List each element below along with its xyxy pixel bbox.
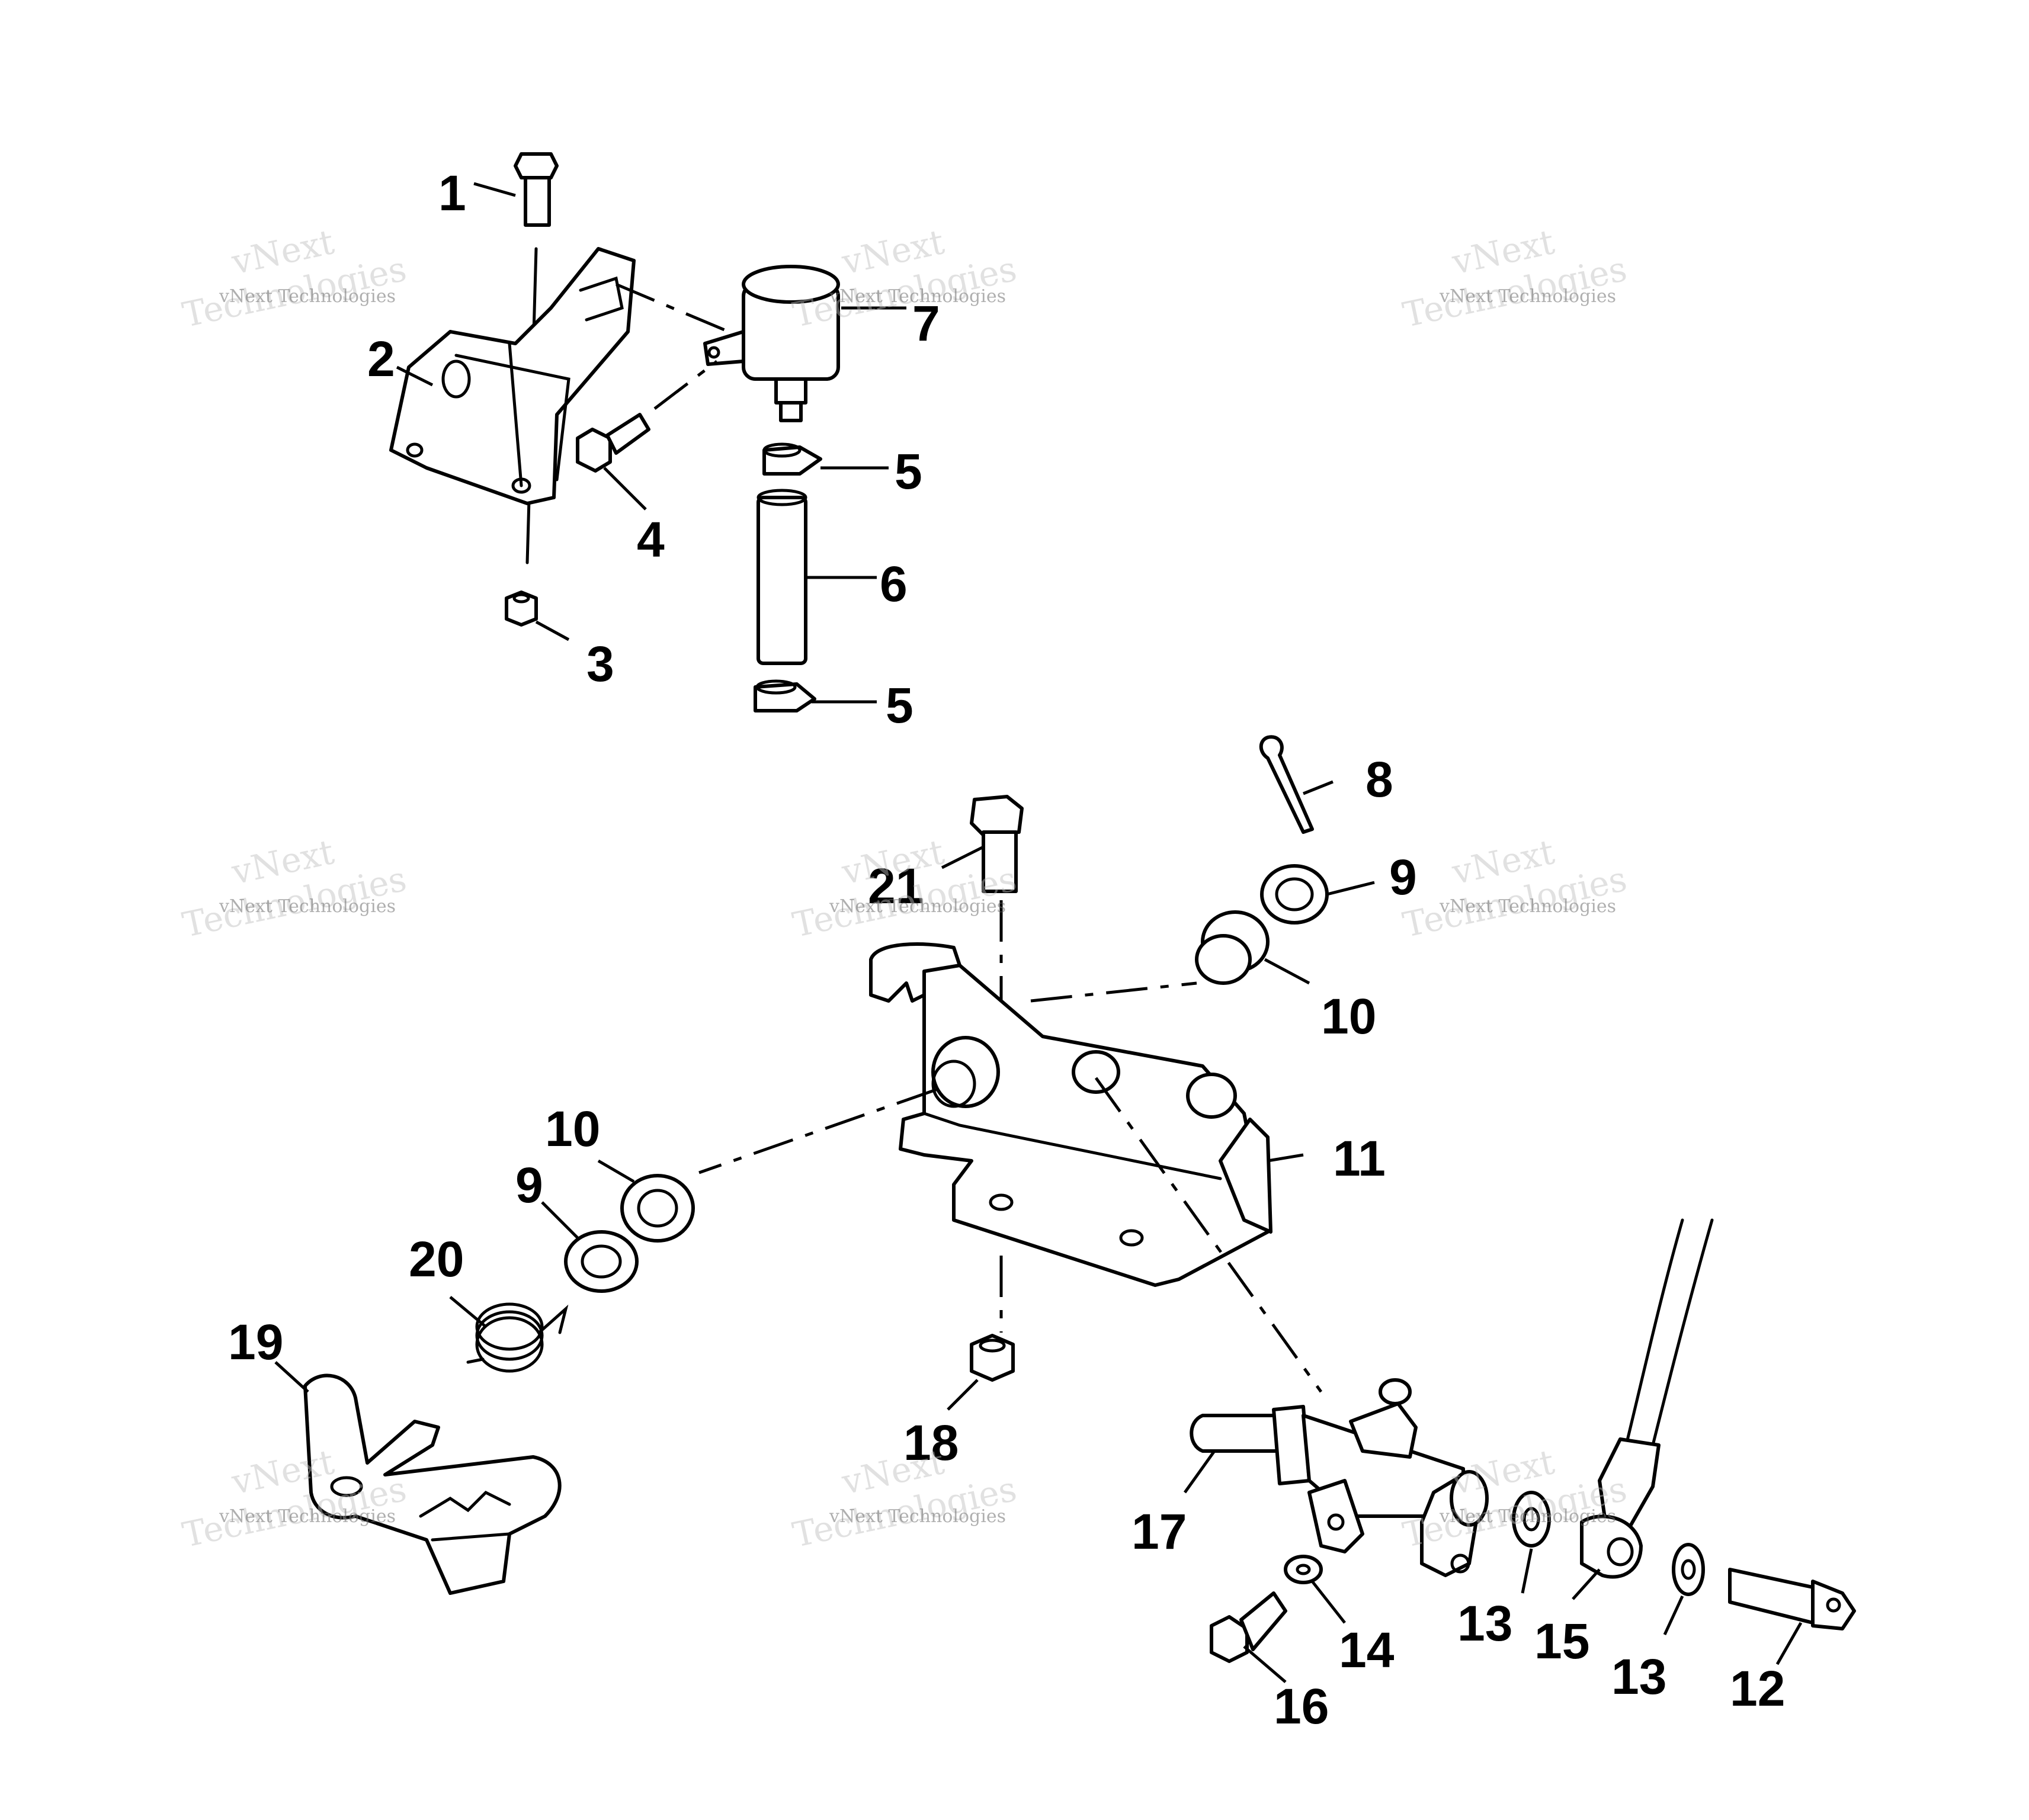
part-11-main-bracket xyxy=(869,942,1272,1287)
part-19-pedal-lever xyxy=(303,1373,562,1595)
part-16-bolt xyxy=(1210,1591,1287,1663)
part-18-nut xyxy=(970,1334,1015,1382)
callout-1: 1 xyxy=(438,165,466,221)
watermarks: vNext Technologies vNext Technologies vN… xyxy=(179,222,1630,1555)
part-1-bolt xyxy=(514,152,559,227)
callout-15: 15 xyxy=(1534,1613,1589,1669)
part-4-bolt xyxy=(576,413,650,473)
part-3-nut xyxy=(505,590,538,627)
svg-text:vNext Technologies: vNext Technologies xyxy=(829,286,1006,307)
part-21-bolt xyxy=(970,795,1024,893)
callout-4: 4 xyxy=(637,512,665,567)
part-7-reservoir xyxy=(703,265,840,422)
part-10-bushing-lower xyxy=(620,1174,695,1243)
svg-text:vNext Technologies: vNext Technologies xyxy=(219,896,396,917)
watermark-7: vNext Technologies vNext Technologies xyxy=(179,1442,410,1555)
leader-lines xyxy=(274,182,1803,1683)
svg-text:vNext Technologies: vNext Technologies xyxy=(1439,1506,1616,1527)
callout-5-lower: 5 xyxy=(886,678,913,733)
part-17-master-cylinder xyxy=(1190,1378,1489,1577)
callout-14: 14 xyxy=(1339,1622,1395,1678)
part-9-washer-upper xyxy=(1260,864,1329,925)
callout-19: 19 xyxy=(228,1314,283,1370)
callout-12: 12 xyxy=(1730,1661,1785,1716)
callout-11: 11 xyxy=(1333,1131,1386,1186)
svg-text:vNext Technologies: vNext Technologies xyxy=(219,1506,396,1527)
callout-2: 2 xyxy=(367,331,395,387)
callout-9-upper: 9 xyxy=(1389,849,1417,905)
callout-20: 20 xyxy=(409,1231,464,1287)
callout-10-lower: 10 xyxy=(545,1101,600,1157)
svg-text:vNext Technologies: vNext Technologies xyxy=(829,896,1006,917)
part-5-clamp-lower xyxy=(754,679,816,712)
part-10-bushing-upper xyxy=(1195,910,1270,985)
watermark-1: vNext Technologies vNext Technologies xyxy=(179,222,410,335)
callout-17: 17 xyxy=(1132,1504,1187,1559)
part-9-washer-lower xyxy=(564,1230,639,1293)
callout-8: 8 xyxy=(1366,752,1393,807)
part-20-spring xyxy=(466,1302,569,1373)
callout-3: 3 xyxy=(586,636,614,692)
callout-5-upper: 5 xyxy=(895,444,922,499)
callout-16: 16 xyxy=(1274,1678,1329,1734)
callout-21: 21 xyxy=(868,858,923,914)
callout-9-lower: 9 xyxy=(515,1157,543,1213)
callout-13-right: 13 xyxy=(1611,1649,1666,1705)
part-8-cotter-pin xyxy=(1259,735,1314,834)
part-15-rod xyxy=(1580,1218,1714,1579)
part-6-hose xyxy=(757,489,807,665)
watermark-4: vNext Technologies vNext Technologies xyxy=(179,832,410,945)
part-5-clamp-upper xyxy=(762,442,822,476)
callout-6: 6 xyxy=(880,556,908,612)
part-2-bracket xyxy=(389,247,636,505)
part-13-washer-left xyxy=(1512,1491,1551,1548)
watermark-8: vNext Technologies vNext Technologies xyxy=(789,1442,1020,1555)
callout-13-left: 13 xyxy=(1457,1596,1512,1651)
svg-text:vNext Technologies: vNext Technologies xyxy=(1439,896,1616,917)
callout-10-upper: 10 xyxy=(1321,988,1376,1044)
part-13-washer-right xyxy=(1672,1543,1705,1596)
watermark-3: vNext Technologies vNext Technologies xyxy=(1399,222,1630,335)
part-14-washer xyxy=(1284,1555,1323,1584)
part-12-bolt xyxy=(1728,1568,1856,1630)
svg-text:vNext Technologies: vNext Technologies xyxy=(829,1506,1006,1527)
callout-18: 18 xyxy=(903,1415,959,1471)
svg-text:vNext Technologies: vNext Technologies xyxy=(1439,286,1616,307)
watermark-6: vNext Technologies vNext Technologies xyxy=(1399,832,1630,945)
svg-text:vNext Technologies: vNext Technologies xyxy=(219,286,396,307)
callout-7: 7 xyxy=(912,296,940,351)
